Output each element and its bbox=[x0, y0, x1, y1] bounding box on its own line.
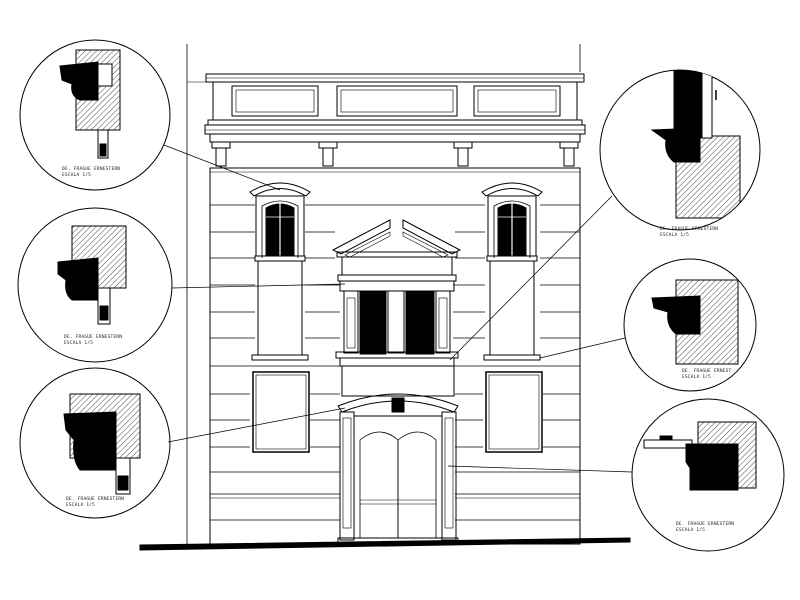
caption-bottom-right-2: ESCALA 1/5 bbox=[676, 527, 705, 533]
caption-mid-left-1: DE. FRAGUE ERNESTERN bbox=[64, 334, 122, 340]
caption-mid-left-2: ESCALA 1/5 bbox=[64, 340, 93, 346]
detail-captions: DE. FRAGUE ERNESTERN ESCALA 1/5 DE. FRAG… bbox=[62, 166, 734, 533]
detail-bottom-right bbox=[631, 398, 785, 552]
caption-mid-right-2: ESCALA 1/5 bbox=[682, 374, 711, 380]
caption-mid-right-1: DE. FRAGUE ERNEST bbox=[682, 368, 732, 374]
frieze-brackets bbox=[211, 141, 579, 167]
upper-window-left bbox=[249, 182, 311, 361]
detail-top-right bbox=[599, 69, 761, 231]
caption-bottom-left-1: DE. FRAGUE ERNESTERN bbox=[66, 496, 124, 502]
caption-top-left-2: ESCALA 1/5 bbox=[62, 172, 91, 178]
facade bbox=[139, 44, 631, 551]
caption-top-right-2: ESCALA 1/5 bbox=[660, 232, 689, 238]
detail-mid-right bbox=[623, 258, 757, 392]
detail-mid-left bbox=[17, 207, 173, 363]
attic bbox=[204, 73, 586, 143]
detail-bottom-left bbox=[19, 367, 171, 519]
leader-lines bbox=[163, 144, 633, 473]
caption-bottom-left-2: ESCALA 1/5 bbox=[66, 502, 95, 508]
ground-window-left bbox=[252, 371, 310, 453]
central-pediment-window bbox=[331, 219, 462, 367]
caption-top-left-1: DE. FRAGUE ERNESTERN bbox=[62, 166, 120, 172]
caption-bottom-right-1: DE. FRAGUE ERNESTERN bbox=[676, 521, 734, 527]
upper-window-right bbox=[481, 182, 543, 361]
caption-top-right-1: DE. FRAGUE ERNESTERN bbox=[660, 226, 718, 232]
detail-top-left bbox=[19, 39, 171, 191]
ground-window-right bbox=[485, 371, 543, 453]
main-door bbox=[337, 365, 459, 545]
